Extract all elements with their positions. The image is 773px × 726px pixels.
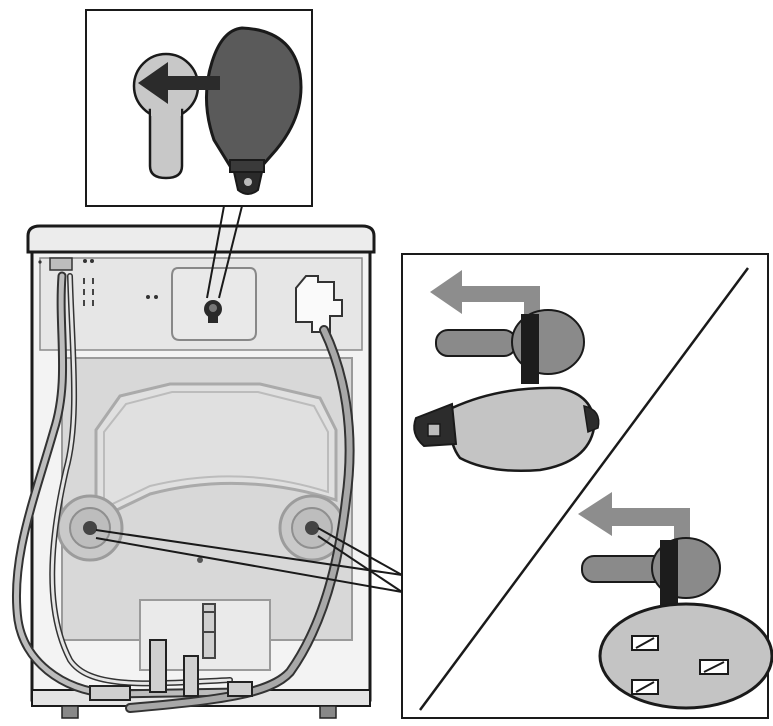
cover-cap-icon <box>413 386 600 473</box>
arrow-left-icon <box>138 62 220 104</box>
strip-marks <box>83 278 94 306</box>
label-plate <box>49 257 73 271</box>
filter-clip <box>202 603 216 659</box>
machine-lid <box>26 224 376 254</box>
panel-embossing <box>94 382 338 523</box>
arrow-left-icon <box>430 270 540 318</box>
callout-lines-right <box>95 527 403 593</box>
step-spacer-clip <box>578 492 773 710</box>
callout-lines-top <box>206 205 243 299</box>
diagonal-divider <box>418 267 750 711</box>
arrow-left-icon <box>578 492 690 542</box>
keyhole-icon <box>204 300 222 323</box>
transport-bolt-left <box>56 494 124 562</box>
foot-left <box>61 705 79 719</box>
step-remove-plug <box>413 270 600 473</box>
service-flap <box>295 275 343 333</box>
plug-removal-detail <box>85 9 313 207</box>
machine-rear-view <box>11 224 376 719</box>
spacer-clip-icon <box>598 602 773 710</box>
foot-right <box>319 705 337 719</box>
transport-bolts-detail <box>401 253 773 719</box>
cover-cap-icon <box>204 26 303 195</box>
hose-clamps <box>89 639 253 701</box>
